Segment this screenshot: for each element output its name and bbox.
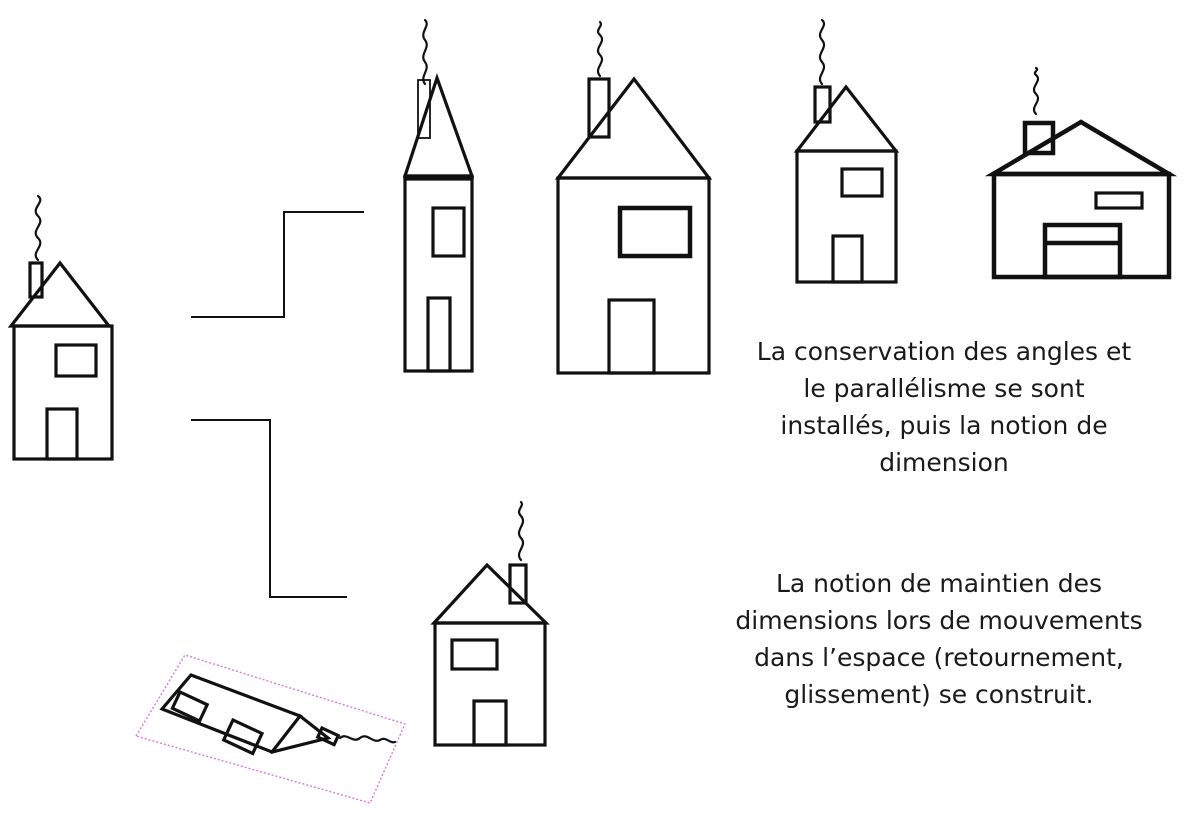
house-original xyxy=(7,194,114,461)
chimney xyxy=(587,77,611,139)
caption-angles-parallelism: La conservation des angles et le parallé… xyxy=(700,333,1188,481)
smoke-icon xyxy=(34,194,42,262)
caption-line: dimension xyxy=(879,448,1009,477)
house-window xyxy=(431,206,466,258)
house-door xyxy=(1042,222,1123,280)
chimney xyxy=(315,725,341,747)
smoke-icon xyxy=(1032,66,1040,116)
house-medium xyxy=(793,18,900,284)
house-window xyxy=(450,638,499,671)
house-window xyxy=(170,689,210,724)
house-tall-narrow xyxy=(402,18,475,373)
house-door xyxy=(831,234,864,284)
smoke-icon xyxy=(818,18,826,86)
caption-line: dimensions lors de mouvements xyxy=(735,606,1143,635)
smoke-icon xyxy=(422,18,428,86)
caption-line: glissement) se construit. xyxy=(784,680,1094,709)
house-bottom-upright xyxy=(430,500,550,747)
chimney xyxy=(28,261,44,299)
house-roof xyxy=(430,562,550,625)
house-body xyxy=(403,174,474,373)
house-large xyxy=(554,20,713,375)
chimney xyxy=(813,85,832,124)
house-roof xyxy=(270,713,332,754)
caption-line: La notion de maintien des xyxy=(775,569,1103,598)
house-door xyxy=(426,296,452,373)
house-wide xyxy=(984,66,1178,280)
house-window xyxy=(840,167,884,198)
house-window xyxy=(617,205,693,259)
smoke-icon xyxy=(517,500,525,562)
caption-line: installés, puis la notion de xyxy=(780,411,1108,440)
caption-line: le parallélisme se sont xyxy=(803,374,1085,403)
house-roof xyxy=(7,260,113,328)
caption-line: dans l’espace (retournement, xyxy=(754,643,1124,672)
house-roof xyxy=(554,76,713,180)
house-door xyxy=(472,699,508,747)
house-door xyxy=(221,717,265,756)
house-bottom-tipped xyxy=(134,654,406,804)
house-roof xyxy=(402,73,475,178)
house-door xyxy=(607,298,656,375)
smoke-icon xyxy=(596,20,604,78)
chimney xyxy=(417,79,431,139)
chimney xyxy=(508,563,528,605)
house-door xyxy=(45,407,79,461)
connector-line-top xyxy=(191,211,364,318)
house-window xyxy=(1094,191,1144,210)
connector-line-bottom xyxy=(191,419,347,598)
caption-line: La conservation des angles et xyxy=(756,337,1132,366)
selection-frame xyxy=(134,654,406,804)
house-roof xyxy=(984,119,1178,177)
house-window xyxy=(54,343,98,378)
caption-dimension-maintenance: La notion de maintien des dimensions lor… xyxy=(690,565,1188,713)
smoke-icon xyxy=(338,735,397,744)
house-roof xyxy=(793,84,900,153)
